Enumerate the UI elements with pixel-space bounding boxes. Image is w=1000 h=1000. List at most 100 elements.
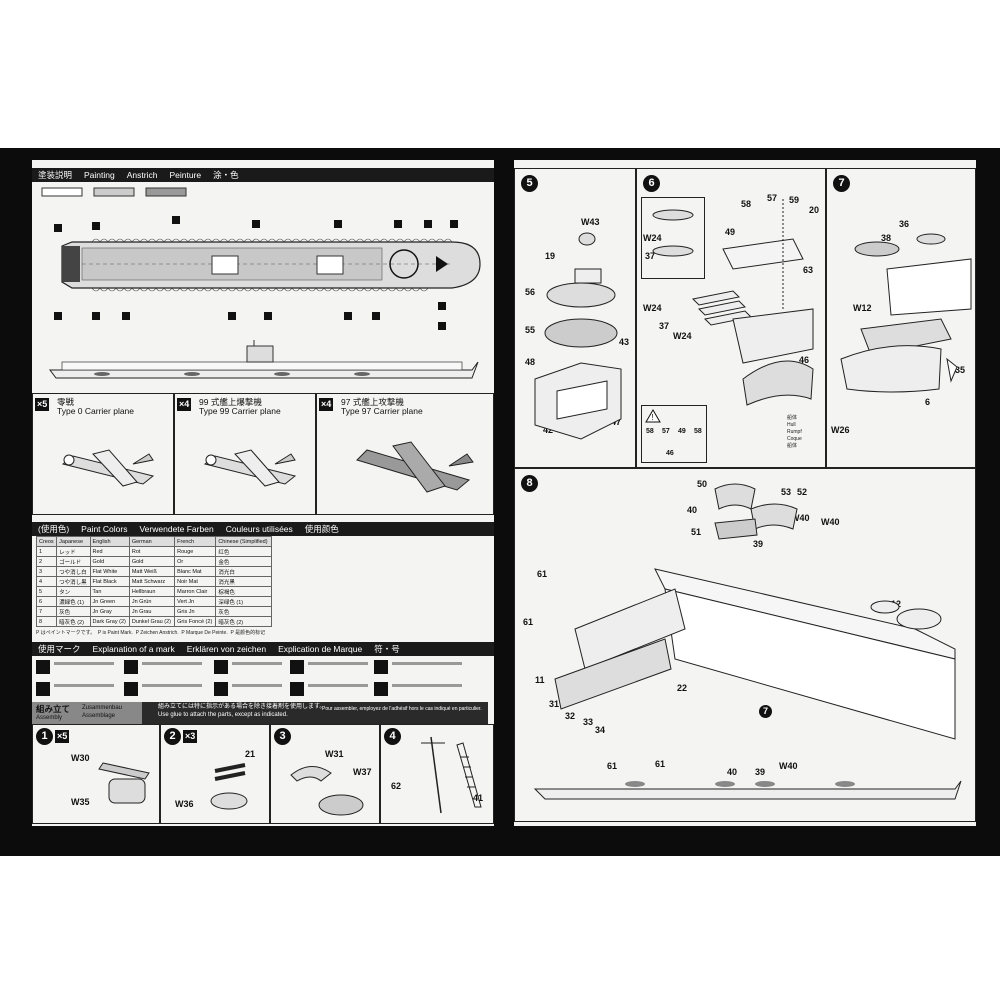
notice-jp: 組み立てには特に指示がある場合を除き接着剤を使用します。 — [158, 704, 326, 710]
part-label: 55 — [525, 325, 536, 335]
part-label: 50 — [697, 479, 708, 489]
part-label: W12 — [853, 303, 872, 313]
step-5-drawing — [534, 232, 622, 440]
plane-box-type99: ×4 99 式艦上爆撃機 Type 99 Carrier plane — [174, 393, 316, 515]
right-instruction-page: 5 W43 19 56 55 48 42 47 43 6 W24 37 W24 … — [514, 160, 976, 826]
step-3-panel: 3 W31 W37 — [270, 724, 380, 824]
part-label: 6 — [925, 397, 931, 407]
part-label: 48 — [525, 357, 536, 367]
type0-plane-drawing — [61, 449, 155, 487]
step-7-panel: 7 36 38 W12 35 6 W26 — [826, 168, 976, 468]
step-6-drawing — [652, 199, 814, 406]
part-label: 61 — [607, 761, 618, 771]
part-label: W40 — [779, 761, 798, 771]
step-5-panel: 5 W43 19 56 55 48 42 47 43 — [514, 168, 636, 468]
part-label: 52 — [797, 487, 808, 497]
caution-inset: ! 58 57 49 58 46 — [641, 405, 707, 463]
part-label: 39 — [753, 539, 764, 549]
quantity-badge: ×5 — [35, 398, 50, 411]
part-label: W24 — [643, 303, 662, 313]
notice-fr: Pour assembler, employez de l'adhésif ho… — [322, 706, 482, 712]
part-label: 46 — [799, 355, 810, 365]
step-2-drawing — [210, 763, 248, 810]
part-label: 56 — [525, 287, 536, 297]
part-label: 35 — [955, 365, 966, 375]
step-1-panel: 1 ×5 W30 W35 — [32, 724, 160, 824]
part-label: 58 — [741, 199, 752, 209]
part-label: 49 — [678, 428, 686, 435]
part-label: W40 — [791, 513, 810, 523]
type99-plane-drawing — [203, 449, 297, 487]
part-label: 31 — [549, 699, 560, 709]
assembly-title-en: Assembly — [36, 715, 63, 721]
part-label: 49 — [725, 227, 736, 237]
quantity-badge: ×3 — [183, 730, 198, 743]
part-label: 39 — [755, 767, 766, 777]
svg-text:!: ! — [652, 413, 654, 422]
part-label: 53 — [781, 487, 792, 497]
assembly-title-jp: 組み立て — [36, 704, 71, 714]
step-number: 4 — [384, 728, 401, 745]
step-4-drawing — [421, 736, 482, 814]
part-label: 63 — [803, 265, 814, 275]
step-3-drawing — [290, 766, 364, 816]
quantity-badge: ×4 — [177, 398, 192, 411]
step-number: 7 — [833, 175, 850, 192]
step-6-inset — [641, 197, 705, 279]
step-number: 8 — [521, 475, 538, 492]
part-label: W24 — [673, 331, 692, 341]
part-label: 37 — [645, 251, 656, 261]
part-label: W26 — [831, 425, 850, 435]
part-label: W35 — [71, 797, 90, 807]
part-label: 32 — [565, 711, 576, 721]
part-label: 40 — [687, 505, 698, 515]
part-label: W30 — [71, 753, 90, 763]
step-4-panel: 4 62 41 — [380, 724, 494, 824]
plane-name-en: Type 0 Carrier plane — [57, 406, 135, 416]
part-label: W31 — [325, 749, 344, 759]
part-label: 36 — [899, 219, 910, 229]
part-label: 61 — [523, 617, 534, 627]
part-label: 33 — [583, 717, 594, 727]
usage-mark-icons — [36, 660, 462, 696]
part-label: 62 — [391, 781, 402, 791]
quantity-badge: ×4 — [319, 398, 334, 411]
part-label: W37 — [353, 767, 372, 777]
part-callout: 7 — [759, 705, 772, 718]
step-6-panel: 6 W24 37 W24 37 W24 58 57 59 20 49 63 46… — [636, 168, 826, 468]
carrier-top-view — [41, 187, 481, 330]
plane-name-jp: 零戦 — [57, 397, 75, 407]
part-label: 43 — [619, 337, 630, 347]
paint-mark-footnote: P はペイントマークです。 P is Paint Mark. P Zeichen… — [36, 630, 266, 636]
warning-icon: ! — [645, 409, 661, 423]
part-label: 57 — [662, 428, 670, 435]
part-label: 40 — [727, 767, 738, 777]
carrier-side-view — [49, 340, 479, 379]
part-label: 58 — [646, 428, 654, 435]
assembly-title-fr: Assemblage — [82, 713, 116, 719]
part-label: 51 — [691, 527, 702, 537]
assembly-notice: 組み立てには特に指示がある場合を除き接着剤を使用します。 Use glue to… — [142, 702, 488, 724]
assembly-title-de: Zusammenbau — [82, 705, 123, 711]
part-label: 34 — [595, 725, 606, 735]
part-label: 61 — [537, 569, 548, 579]
plane-box-type0: ×5 零戦 Type 0 Carrier plane — [32, 393, 174, 515]
step-1-drawing — [98, 762, 150, 804]
part-label: W40 — [821, 517, 840, 527]
step-number: 2 — [164, 728, 181, 745]
part-label: 19 — [545, 251, 556, 261]
step-number: 1 — [36, 728, 53, 745]
part-label: 59 — [789, 195, 800, 205]
notice-en: Use glue to attach the parts, except as … — [158, 712, 288, 718]
